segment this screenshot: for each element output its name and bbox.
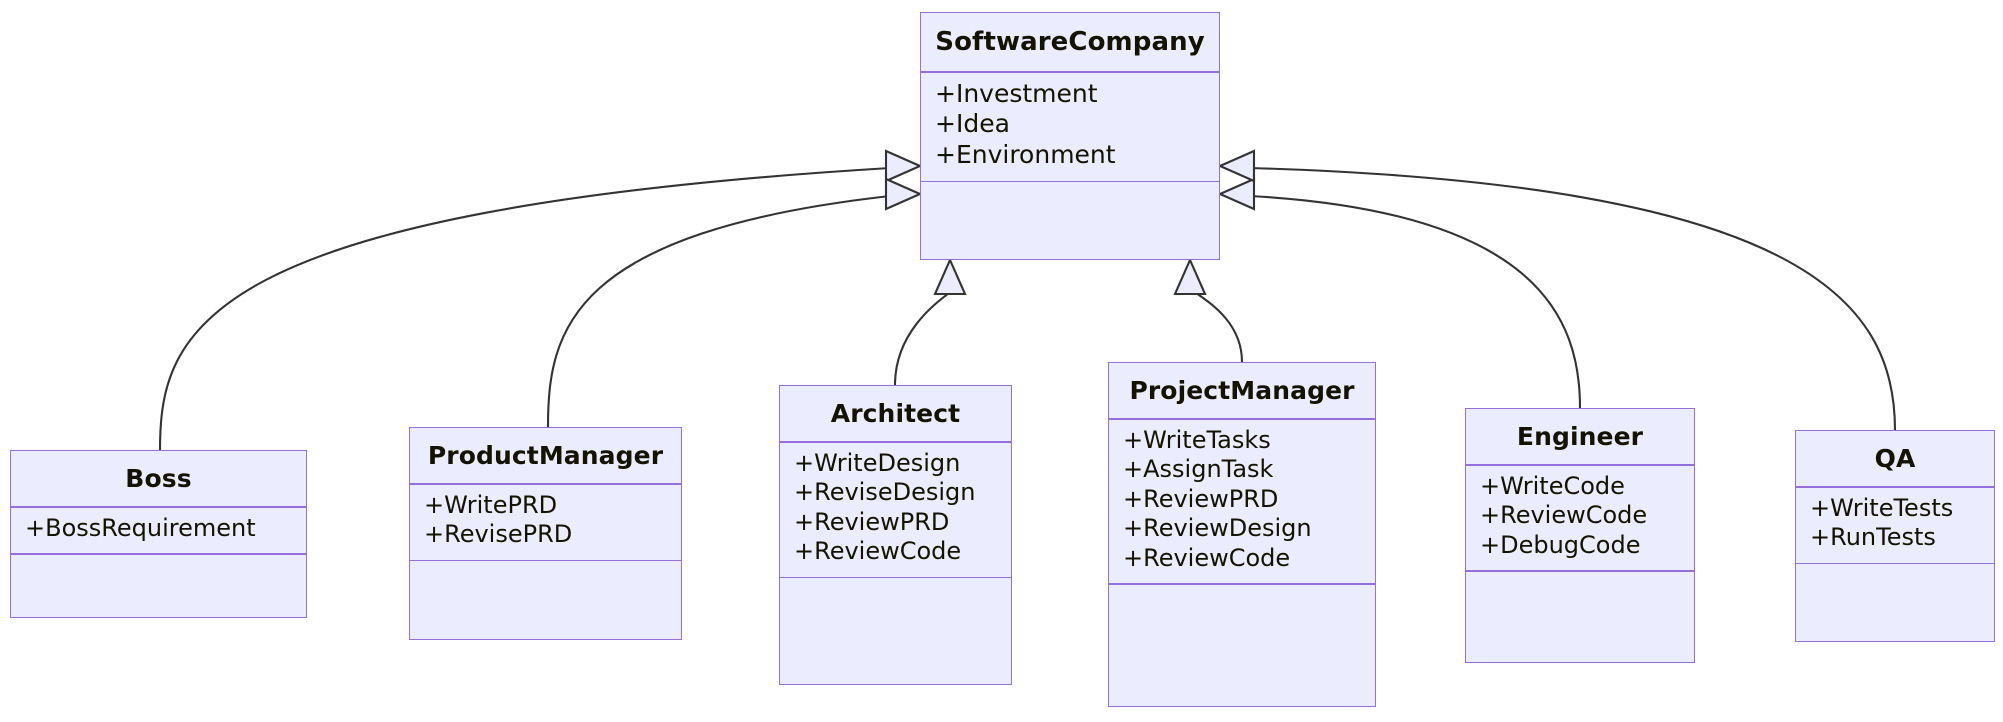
class-attribute: +ReviewCode (794, 537, 962, 566)
class-node-engineer[interactable]: Engineer +WriteCode+ReviewCode+DebugCode (1465, 408, 1695, 663)
class-name-productmanager: ProductManager (427, 441, 664, 470)
class-name-softwarecompany: SoftwareCompany (935, 27, 1205, 57)
class-divider (780, 441, 1011, 443)
class-attribute: +ReviewPRD (794, 507, 950, 536)
class-attribute: +WriteCode (1480, 471, 1625, 500)
inheritance-arrowhead-architect-to-softwarecompany (933, 257, 967, 296)
class-name-qa: QA (1874, 444, 1916, 473)
class-name-architect: Architect (830, 399, 961, 428)
edge-architect-to-softwarecompany (893, 289, 954, 386)
class-attribute: +RunTests (1810, 523, 1936, 552)
class-attribute: +ReviseDesign (794, 478, 976, 507)
class-node-softwarecompany[interactable]: SoftwareCompany +Investment+Idea+Environm… (920, 12, 1220, 260)
class-attribute: +AssignTask (1123, 455, 1274, 484)
class-node-productmanager[interactable]: ProductManager +WritePRD+RevisePRD (409, 427, 682, 640)
class-attribute: +BossRequirement (25, 513, 256, 542)
class-divider (410, 483, 681, 485)
class-attribute: +ReviewDesign (1123, 514, 1312, 543)
class-attribute: +ReviewCode (1480, 501, 1648, 530)
class-attribute: +ReviewPRD (1123, 484, 1279, 513)
class-methods-boss (11, 555, 306, 593)
class-attribute: +WritePRD (424, 490, 558, 519)
class-attribute: +Investment (935, 78, 1098, 108)
class-attribute: +ReviewCode (1123, 543, 1291, 572)
class-divider (11, 506, 306, 508)
inheritance-arrowhead-boss-to-softwarecompany (884, 149, 923, 183)
class-methods-softwarecompany (921, 182, 1219, 220)
class-divider (11, 553, 306, 555)
class-attributes-softwarecompany: +Investment+Idea+Environment (921, 73, 1219, 181)
class-divider (1109, 583, 1375, 585)
edge-projectmanager-to-softwarecompany (1191, 289, 1244, 363)
class-methods-qa (1796, 564, 1994, 602)
class-divider (1796, 486, 1994, 488)
class-attributes-engineer: +WriteCode+ReviewCode+DebugCode (1466, 466, 1694, 571)
class-divider (410, 559, 681, 562)
class-attribute: +Environment (935, 140, 1116, 170)
class-attribute: +Idea (935, 109, 1010, 139)
inheritance-arrowhead-engineer-to-softwarecompany (1217, 177, 1256, 211)
class-node-architect[interactable]: Architect+WriteDesign+ReviseDesign+Revie… (779, 385, 1012, 685)
class-attribute: +DebugCode (1480, 530, 1641, 559)
class-attributes-architect: +WriteDesign+ReviseDesign+ReviewPRD+Revi… (780, 443, 1011, 577)
class-node-qa[interactable]: QA +WriteTests+RunTests (1795, 430, 1995, 642)
class-attributes-projectmanager: +WriteTasks+AssignTask+ReviewPRD+ReviewD… (1109, 420, 1375, 584)
class-node-boss[interactable]: Boss +BossRequirement (10, 450, 307, 618)
class-methods-productmanager (410, 561, 681, 599)
class-divider (921, 180, 1219, 183)
class-methods-architect (780, 578, 1011, 616)
class-divider (1109, 418, 1375, 420)
class-attributes-productmanager: +WritePRD+RevisePRD (410, 485, 681, 560)
class-attributes-boss: +BossRequirement (11, 508, 306, 554)
class-attribute: +WriteTests (1810, 493, 1954, 522)
class-name-engineer: Engineer (1516, 422, 1644, 451)
class-divider (780, 576, 1011, 579)
class-name-projectmanager: ProjectManager (1129, 376, 1355, 405)
class-node-projectmanager[interactable]: ProjectManager+WriteTasks+AssignTask+Rev… (1108, 362, 1376, 707)
class-attributes-qa: +WriteTests+RunTests (1796, 488, 1994, 563)
class-divider (1466, 464, 1694, 466)
inheritance-arrowhead-qa-to-softwarecompany (1217, 149, 1256, 183)
class-divider (1796, 562, 1994, 565)
class-methods-projectmanager (1109, 585, 1375, 623)
class-divider (1466, 570, 1694, 572)
class-attribute: +WriteDesign (794, 448, 961, 477)
class-methods-engineer (1466, 572, 1694, 610)
inheritance-arrowhead-productmanager-to-softwarecompany (884, 177, 923, 211)
inheritance-arrowhead-projectmanager-to-softwarecompany (1173, 257, 1207, 296)
class-name-boss: Boss (125, 464, 192, 493)
class-attribute: +WriteTasks (1123, 425, 1271, 454)
class-attribute: +RevisePRD (424, 520, 573, 549)
class-divider (921, 71, 1219, 73)
